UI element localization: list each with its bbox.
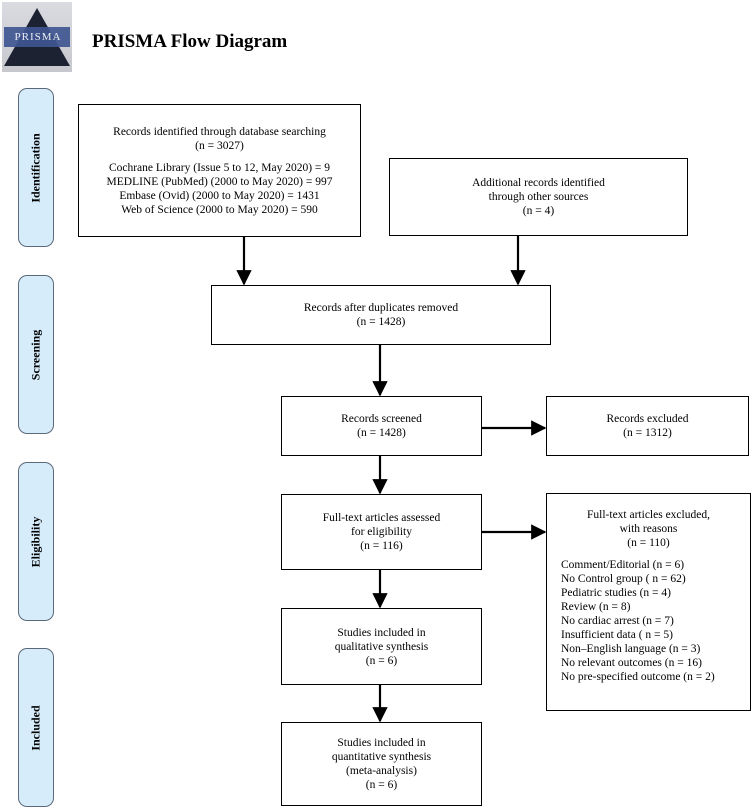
box-text: (n = 1428): [356, 316, 406, 328]
box-text: (n = 116): [360, 540, 403, 552]
box-text: (n = 4): [522, 205, 555, 217]
box-text: (meta-analysis): [346, 765, 417, 777]
box-text: (n = 1312): [623, 427, 672, 439]
box-text: through other sources: [488, 191, 589, 203]
box-text: with reasons: [619, 523, 678, 535]
box-text: Records screened: [341, 413, 422, 425]
exclusion-reasons-list: Comment/Editorial (n = 6) No Control gro…: [561, 558, 715, 684]
box-text: (n = 110): [627, 537, 670, 549]
fulltext-assessed-box: Full-text articles assessed for eligibil…: [281, 494, 482, 570]
qualitative-synthesis-box: Studies included in qualitative synthesi…: [281, 608, 482, 685]
logo-triangle-icon: [4, 8, 70, 66]
source-item: Cochrane Library (Issue 5 to 12, May 202…: [108, 161, 331, 174]
reason-item: No Control group ( n = 62): [561, 573, 686, 585]
box-text: Records identified through database sear…: [113, 125, 326, 138]
box-text: Records excluded: [606, 413, 689, 425]
box-text: qualitative synthesis: [334, 640, 429, 653]
box-text: quantitative synthesis: [331, 751, 432, 763]
reason-item: Pediatric studies (n = 4): [561, 587, 671, 599]
box-text: (n = 3027): [195, 139, 244, 152]
stage-eligibility: Eligibility: [18, 462, 54, 621]
box-text: (n = 6): [365, 654, 398, 667]
reason-item: Review (n = 8): [561, 601, 631, 613]
stage-identification: Identification: [18, 88, 54, 247]
source-item: MEDLINE (PubMed) (2000 to May 2020) = 99…: [106, 175, 333, 188]
records-screened-box: Records screened (n = 1428): [281, 396, 482, 456]
reason-item: Comment/Editorial (n = 6): [561, 559, 685, 571]
reason-item: No relevant outcomes (n = 16): [561, 657, 702, 669]
reason-item: Non–English language (n = 3): [561, 643, 701, 655]
logo-text: PRISMA: [14, 31, 62, 43]
box-text: (n = 1428): [357, 427, 406, 439]
excluded-heading: Full-text articles excluded, with reason…: [561, 508, 750, 550]
reason-item: Insufficient data ( n = 5): [561, 629, 673, 641]
records-excluded-box: Records excluded (n = 1312): [546, 396, 749, 456]
duplicates-removed-box: Records after duplicates removed (n = 14…: [211, 285, 551, 345]
box-text: (n = 6): [365, 779, 398, 791]
fulltext-excluded-box: Full-text articles excluded, with reason…: [546, 493, 751, 711]
box-text: Full-text articles assessed: [322, 512, 441, 524]
page-title: PRISMA Flow Diagram: [92, 31, 288, 52]
box-text: Records after duplicates removed: [303, 302, 459, 314]
box-text: for eligibility: [350, 526, 412, 538]
stage-screening: Screening: [18, 275, 54, 434]
reason-item: No cardiac arrest (n = 7): [561, 615, 674, 627]
reason-item: No pre-specified outcome (n = 2): [561, 671, 715, 683]
box-text: Studies included in: [337, 626, 426, 639]
box-text: Studies included in: [337, 737, 426, 749]
box-text: Additional records identified: [472, 177, 605, 189]
prisma-logo: PRISMA: [2, 2, 72, 72]
other-sources-box: Additional records identified through ot…: [389, 158, 688, 236]
source-item: Embase (Ovid) (2000 to May 2020) = 1431: [119, 189, 320, 202]
box-text: Full-text articles excluded,: [587, 509, 710, 521]
stage-included: Included: [18, 648, 54, 807]
database-search-box: Records identified through database sear…: [78, 104, 361, 237]
source-item: Web of Science (2000 to May 2020) = 590: [121, 203, 318, 216]
